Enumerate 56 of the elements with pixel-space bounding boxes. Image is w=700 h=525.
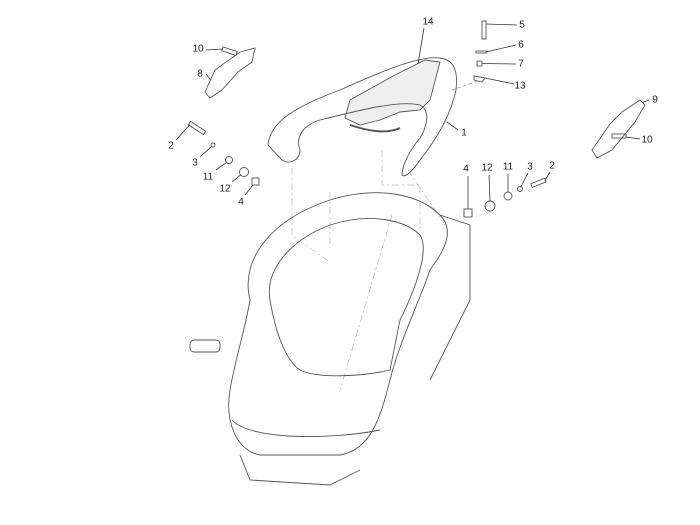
leader-line [216, 162, 227, 170]
leader-line [206, 74, 211, 80]
callout-number: 9 [652, 94, 658, 106]
callout-number: 3 [192, 158, 198, 168]
leader-line [206, 48, 223, 50]
callout-number: 7 [518, 58, 524, 70]
nut-icon [252, 178, 260, 186]
leader-line [488, 174, 490, 202]
leader-line [418, 28, 424, 64]
leader-line [642, 100, 650, 103]
nut-icon [464, 208, 472, 218]
washer-icon [210, 142, 216, 148]
bushing-icon [484, 200, 496, 212]
leader-line [626, 136, 640, 140]
callout-number: 8 [197, 68, 203, 80]
callout-number: 2 [549, 160, 555, 172]
callout-number: 11 [502, 162, 514, 172]
washer-icon [517, 186, 523, 192]
callout-number: 5 [519, 20, 525, 30]
callout-number: 3 [527, 162, 533, 172]
callout-number: 2 [168, 140, 174, 152]
callout-number: 14 [422, 16, 434, 28]
clip-icon [474, 75, 486, 82]
callout-number: 13 [514, 80, 526, 92]
callout-number: 1 [461, 128, 467, 138]
callout-number: 10 [192, 44, 204, 54]
callout-number: 10 [641, 134, 653, 146]
grommet-icon [504, 192, 512, 200]
bolt-icon [221, 46, 238, 56]
callout-number: 6 [518, 40, 524, 50]
leader-line [484, 78, 514, 84]
bolt-icon [188, 120, 206, 136]
leader-line [486, 24, 518, 26]
callout-number: 12 [481, 162, 493, 174]
grab-rail-drawing [268, 57, 457, 176]
leader-line [232, 174, 241, 182]
bolt-icon [482, 20, 486, 40]
leader-line [482, 63, 516, 64]
grommet-icon [225, 156, 233, 164]
leader-line [520, 172, 528, 188]
leader-line [176, 124, 190, 140]
callout-number: 4 [238, 196, 244, 208]
washer-icon [476, 60, 482, 66]
leader-line [446, 122, 458, 130]
callout-number: 4 [463, 164, 469, 174]
leader-line [244, 184, 254, 196]
callout-number: 11 [202, 172, 214, 182]
bolt-icon [530, 178, 547, 188]
leader-line [486, 44, 516, 52]
bushing-icon [239, 167, 249, 177]
assembly-guide-line [452, 80, 478, 90]
spring-icon [476, 50, 486, 54]
leader-line [200, 146, 212, 158]
callout-number: 12 [219, 184, 231, 194]
leader-line [544, 172, 550, 181]
handle-cover-drawing [204, 47, 256, 99]
